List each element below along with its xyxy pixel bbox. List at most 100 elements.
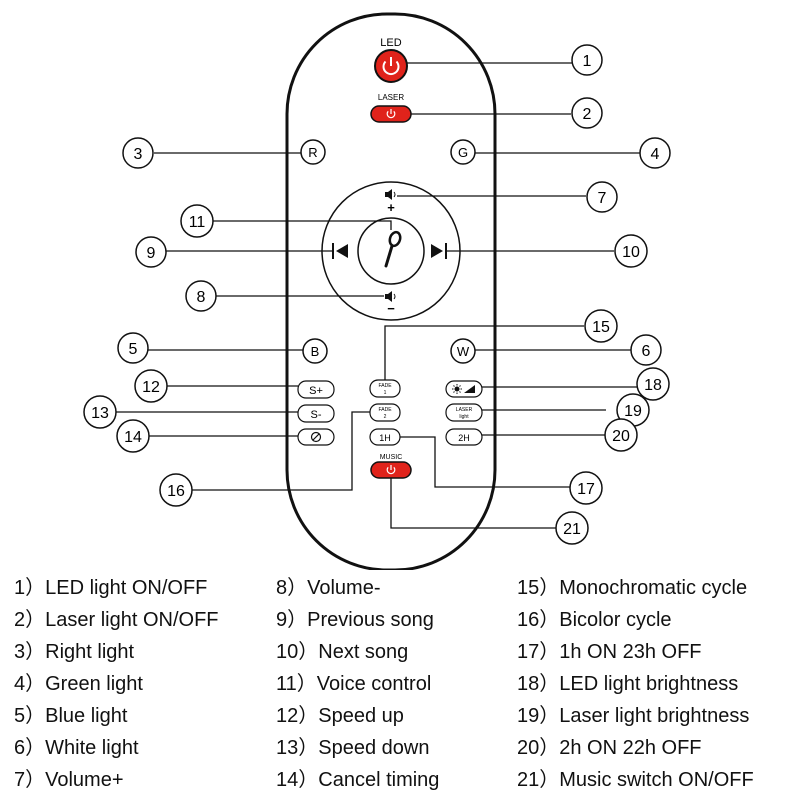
svg-text:LASER: LASER [456, 407, 473, 413]
svg-text:9: 9 [147, 245, 156, 262]
callout-6: 6 [630, 334, 662, 366]
legend-item-6: 6）White light [14, 737, 139, 759]
svg-text:14: 14 [124, 429, 142, 446]
svg-text:8: 8 [197, 289, 206, 306]
svg-text:12: 12 [142, 379, 160, 396]
svg-text:1: 1 [384, 390, 387, 396]
volume-down-button[interactable]: − [385, 291, 396, 316]
legend-item-17: 17）1h ON 23h OFF [517, 641, 702, 663]
legend-item-19: 19）Laser light brightness [517, 705, 750, 727]
legend-item-9: 9）Previous song [276, 609, 434, 631]
callout-11: 11 [180, 204, 214, 238]
legend-column-2: 8）Volume- 9）Previous song 10）Next song 1… [276, 572, 439, 796]
laser-brightness-button[interactable]: LASER light [445, 403, 483, 422]
callout-9: 9 [135, 236, 167, 268]
music-label: MUSIC [380, 454, 403, 461]
legend-item-10: 10）Next song [276, 641, 409, 663]
legend-item-8: 8）Volume- [276, 577, 381, 599]
svg-text:16: 16 [167, 483, 185, 500]
green-light-button[interactable]: G [450, 139, 476, 165]
callout-21: 21 [555, 511, 589, 545]
svg-text:1H: 1H [379, 433, 391, 443]
callout-18: 18 [636, 367, 670, 401]
red-light-button[interactable]: R [300, 139, 326, 165]
two-hour-button[interactable]: 2H [445, 428, 483, 446]
music-power-button[interactable] [370, 461, 412, 479]
legend-item-18: 18）LED light brightness [517, 673, 739, 695]
legend-item-5: 5）Blue light [14, 705, 128, 727]
speed-up-button[interactable]: S+ [297, 380, 335, 399]
legend-item-15: 15）Monochromatic cycle [517, 577, 748, 599]
svg-text:+: + [387, 200, 395, 215]
svg-text:1: 1 [583, 53, 592, 70]
one-hour-button[interactable]: 1H [369, 428, 401, 446]
callout-7: 7 [586, 181, 618, 213]
fade2-button[interactable]: FADE 2 [369, 403, 401, 422]
legend-item-2: 2）Laser light ON/OFF [14, 609, 219, 631]
cancel-timing-button[interactable] [297, 428, 335, 446]
blue-light-button[interactable]: B [302, 338, 328, 364]
legend-item-13: 13）Speed down [276, 737, 430, 759]
power-icon [386, 109, 396, 119]
svg-text:11: 11 [189, 214, 206, 231]
svg-text:W: W [457, 344, 470, 359]
callout-19: 19 [616, 393, 650, 427]
callout-17: 17 [569, 471, 603, 505]
speaker-icon [385, 189, 396, 200]
microphone-icon [384, 230, 402, 268]
svg-text:18: 18 [644, 377, 662, 394]
legend-item-21: 21）Music switch ON/OFF [517, 769, 754, 791]
laser-power-button[interactable] [370, 105, 412, 123]
laser-label: LASER [378, 93, 404, 102]
svg-text:FADE: FADE [378, 407, 392, 413]
legend-item-12: 12）Speed up [276, 705, 404, 727]
callouts: 1 2 3 4 5 6 7 8 9 10 11 12 13 14 15 16 1… [83, 44, 671, 545]
legend-item-1: 1）LED light ON/OFF [14, 577, 208, 599]
callout-10: 10 [614, 234, 648, 268]
voice-control-button[interactable] [357, 217, 425, 285]
fade1-button[interactable]: FADE 1 [369, 379, 401, 398]
led-label: LED [380, 37, 401, 49]
legend-item-11: 11）Voice control [276, 673, 432, 695]
callout-2: 2 [571, 97, 603, 129]
callout-14: 14 [116, 419, 150, 453]
legend-item-14: 14）Cancel timing [276, 769, 440, 791]
svg-text:7: 7 [598, 190, 607, 207]
svg-text:17: 17 [577, 481, 595, 498]
legend-item-7: 7）Volume+ [14, 769, 124, 791]
svg-text:FADE: FADE [378, 383, 392, 389]
svg-text:G: G [458, 145, 468, 160]
sun-icon [452, 384, 462, 394]
svg-text:S-: S- [311, 409, 322, 421]
white-light-button[interactable]: W [450, 338, 476, 364]
svg-text:S+: S+ [309, 385, 323, 397]
callout-15: 15 [584, 309, 618, 343]
svg-text:2H: 2H [458, 433, 470, 443]
legend-item-16: 16）Bicolor cycle [517, 609, 672, 631]
svg-text:2: 2 [384, 414, 387, 420]
leader-lines [102, 62, 641, 529]
remote-diagram: LED LASER R G + [83, 12, 671, 570]
legend-column-1: 1）LED light ON/OFF 2）Laser light ON/OFF … [14, 572, 219, 796]
cancel-icon [310, 431, 322, 443]
svg-text:13: 13 [91, 405, 109, 422]
callout-20: 20 [604, 418, 638, 452]
legend-column-3: 15）Monochromatic cycle 16）Bicolor cycle … [517, 572, 754, 796]
svg-text:5: 5 [129, 341, 138, 358]
speaker-icon [385, 291, 396, 302]
volume-up-button[interactable]: + [385, 189, 396, 215]
svg-text:3: 3 [134, 146, 143, 163]
power-icon [386, 465, 396, 475]
svg-text:R: R [308, 145, 317, 160]
svg-text:4: 4 [651, 146, 660, 163]
speed-down-button[interactable]: S- [297, 404, 335, 423]
callout-8: 8 [185, 280, 217, 312]
led-power-button[interactable] [374, 49, 408, 83]
led-brightness-button[interactable] [445, 380, 483, 398]
svg-text:10: 10 [622, 244, 640, 261]
power-icon [382, 57, 400, 76]
svg-text:2: 2 [583, 106, 592, 123]
svg-text:19: 19 [624, 403, 642, 420]
svg-text:21: 21 [563, 521, 581, 538]
svg-text:light: light [459, 414, 469, 420]
